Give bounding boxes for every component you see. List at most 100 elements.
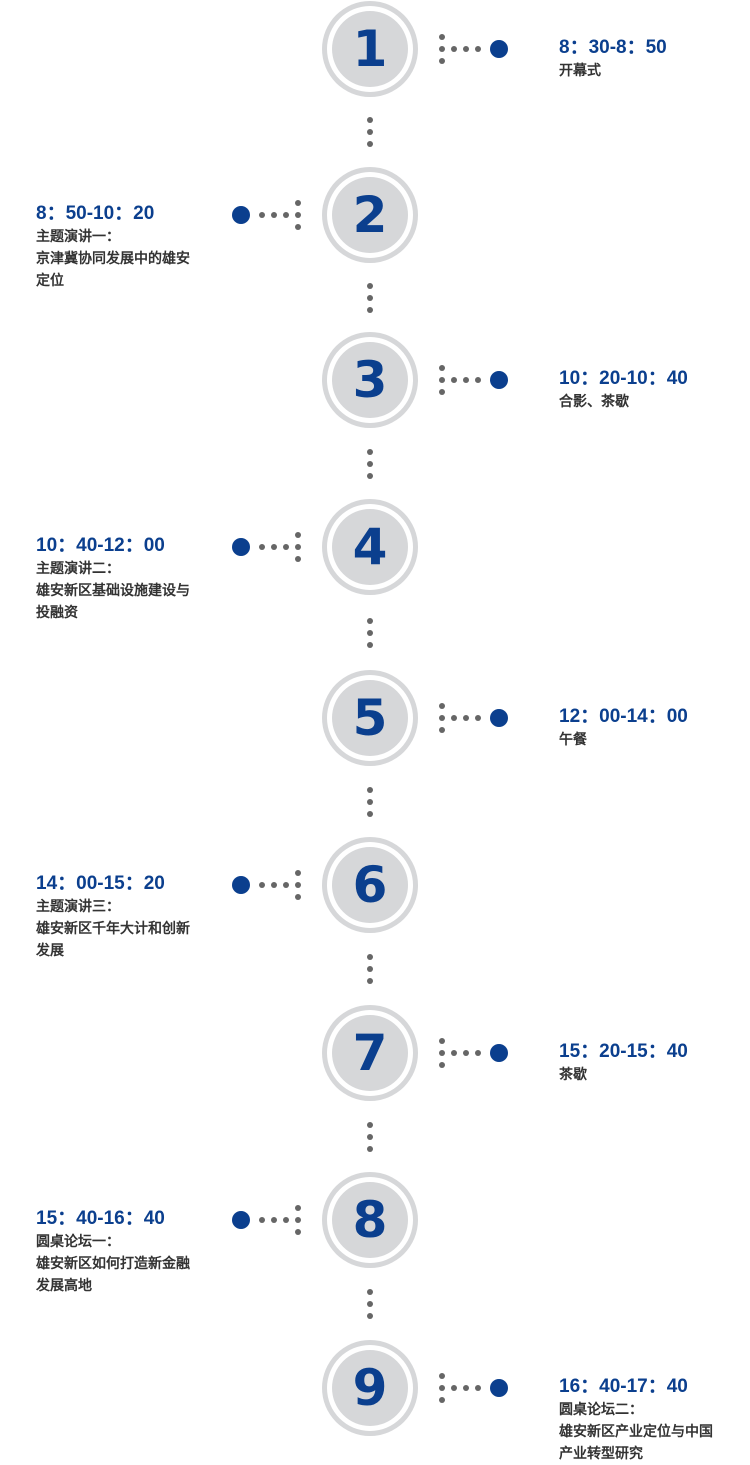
connector-dot <box>283 212 289 218</box>
connector-dot <box>295 1229 301 1235</box>
connector-dot <box>451 715 457 721</box>
connector-dot <box>451 1385 457 1391</box>
connector-dot <box>439 58 445 64</box>
connector-dot <box>295 224 301 230</box>
agenda-item-text: 8：50-10：20 主题演讲一： 京津冀协同发展中的雄安定位 <box>36 202 206 292</box>
agenda-title: 茶歇 <box>559 1067 587 1083</box>
agenda-time: 12：00-14：00 <box>559 706 688 727</box>
connector-dot <box>367 294 373 301</box>
connector-dot <box>367 966 373 972</box>
connector-dot <box>475 715 481 721</box>
agenda-time: 15：40-16：40 <box>36 1208 165 1229</box>
connector-dot <box>367 629 373 636</box>
agenda-title: 主题演讲三： <box>36 899 120 915</box>
step-number: 7 <box>332 1015 408 1091</box>
agenda-title: 主题演讲二： <box>36 561 120 577</box>
connector-dot <box>367 472 373 479</box>
connector-dot <box>451 377 457 383</box>
step-number: 1 <box>332 11 408 87</box>
connector-dot <box>439 34 445 40</box>
step-circle: 1 <box>322 1 418 97</box>
agenda-item-text: 12：00-14：00 午餐 <box>559 705 729 751</box>
connector-dot <box>463 1385 469 1391</box>
connector-dot <box>439 1062 445 1068</box>
connector-dot <box>439 727 445 733</box>
agenda-description: 雄安新区基础设施建设与投融资 <box>36 583 190 621</box>
timeline-marker <box>490 1379 508 1397</box>
agenda-title: 合影、茶歇 <box>559 394 629 410</box>
connector-dot <box>367 1145 373 1152</box>
agenda-description: 雄安新区千年大计和创新发展 <box>36 921 190 959</box>
step-circle: 9 <box>322 1340 418 1436</box>
agenda-description: 雄安新区产业定位与中国产业转型研究 <box>559 1424 713 1462</box>
step-number: 8 <box>332 1182 408 1258</box>
connector-dot <box>271 1217 277 1223</box>
step-number: 9 <box>332 1350 408 1426</box>
connector-dot <box>367 641 373 648</box>
agenda-title: 圆桌论坛一： <box>36 1234 120 1250</box>
agenda-item-text: 15：20-15：40 茶歇 <box>559 1040 729 1086</box>
agenda-title: 午餐 <box>559 732 587 748</box>
agenda-time: 16：40-17：40 <box>559 1376 688 1397</box>
connector-dot <box>283 1217 289 1223</box>
connector-dot <box>439 1385 445 1391</box>
connector-dot <box>367 786 373 793</box>
agenda-title: 开幕式 <box>559 63 601 79</box>
connector-dot <box>259 882 265 888</box>
connector-dot <box>439 1038 445 1044</box>
connector-dot <box>475 46 481 52</box>
agenda-item-text: 8：30-8：50 开幕式 <box>559 36 729 82</box>
step-circle: 4 <box>322 499 418 595</box>
connector-dot <box>283 882 289 888</box>
connector-dot <box>367 1313 373 1319</box>
connector-dot <box>439 1373 445 1379</box>
connector-dot <box>463 46 469 52</box>
connector-dot <box>367 1121 373 1128</box>
step-number: 2 <box>332 177 408 253</box>
timeline-marker <box>232 206 250 224</box>
connector-dot <box>295 894 301 900</box>
connector-dot <box>463 1050 469 1056</box>
connector-dot <box>439 377 445 383</box>
connector-dot <box>451 46 457 52</box>
step-number: 6 <box>332 847 408 923</box>
connector-dot <box>295 212 301 218</box>
agenda-title: 主题演讲一： <box>36 229 120 245</box>
agenda-time: 8：30-8：50 <box>559 37 667 58</box>
connector-dot <box>295 870 301 876</box>
agenda-description: 京津冀协同发展中的雄安定位 <box>36 251 190 289</box>
connector-dot <box>475 1385 481 1391</box>
step-circle: 6 <box>322 837 418 933</box>
connector-dot <box>367 129 373 135</box>
connector-dot <box>367 978 373 984</box>
connector-dot <box>367 1289 373 1295</box>
connector-dot <box>283 544 289 550</box>
step-circle: 8 <box>322 1172 418 1268</box>
connector-dot <box>295 882 301 888</box>
connector-dot <box>259 1217 265 1223</box>
connector-dot <box>439 46 445 52</box>
step-circle: 5 <box>322 670 418 766</box>
connector-dot <box>259 212 265 218</box>
connector-dot <box>271 212 277 218</box>
connector-dot <box>367 448 373 455</box>
agenda-description: 雄安新区如何打造新金融发展高地 <box>36 1256 190 1294</box>
connector-dot <box>367 460 373 467</box>
step-circle: 7 <box>322 1005 418 1101</box>
connector-dot <box>367 1133 373 1140</box>
connector-dot <box>367 617 373 624</box>
connector-dot <box>295 1205 301 1211</box>
connector-dot <box>271 544 277 550</box>
connector-dot <box>271 882 277 888</box>
connector-dot <box>295 200 301 206</box>
connector-dot <box>475 377 481 383</box>
connector-dot <box>295 544 301 550</box>
connector-dot <box>295 556 301 562</box>
agenda-time: 15：20-15：40 <box>559 1041 688 1062</box>
connector-dot <box>295 1217 301 1223</box>
agenda-title: 圆桌论坛二： <box>559 1402 643 1418</box>
agenda-time: 8：50-10：20 <box>36 203 155 224</box>
connector-dot <box>439 365 445 371</box>
